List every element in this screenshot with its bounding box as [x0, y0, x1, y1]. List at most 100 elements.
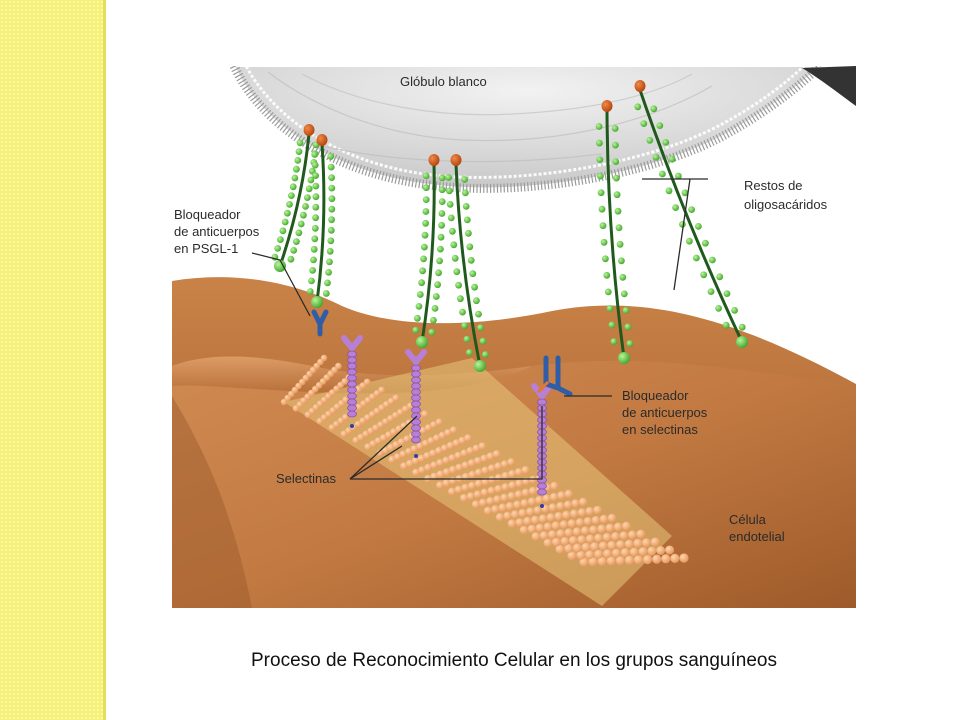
- membrane-bead: [579, 497, 588, 507]
- oligosaccharide-bead: [722, 321, 730, 329]
- selectin-segment: [411, 376, 421, 384]
- membrane-bead: [376, 449, 384, 457]
- membrane-bead: [495, 513, 505, 522]
- membrane-bead: [576, 550, 586, 560]
- membrane-bead: [599, 514, 609, 524]
- ligand-tip: [601, 100, 613, 112]
- psgl1-antibody-blocker: [311, 309, 329, 337]
- membrane-bead: [523, 516, 532, 526]
- membrane-bead: [613, 522, 623, 532]
- membrane-bead: [452, 439, 461, 447]
- membrane-bead: [594, 549, 604, 559]
- selectin-segment: [347, 404, 357, 412]
- membrane-bead: [622, 521, 631, 531]
- selectin-segment: [411, 382, 421, 390]
- oligosaccharide-bead: [451, 254, 459, 262]
- oligosaccharide-bead: [291, 174, 299, 182]
- oligosaccharide-bead: [327, 163, 335, 171]
- label-psgl1-line-1: Bloqueador: [174, 207, 241, 222]
- membrane-bead: [556, 501, 565, 511]
- oligosaccharide-bead: [302, 203, 309, 210]
- selectin-anchor: [540, 504, 544, 508]
- selectin-segment: [411, 436, 421, 444]
- glycan-chain: [454, 163, 482, 367]
- membrane-bead: [507, 491, 516, 501]
- leader-lines: [251, 178, 708, 480]
- membrane-bead: [508, 469, 517, 478]
- selectin-head: [531, 383, 553, 401]
- selectin-segment: [347, 380, 357, 388]
- label-oligosaccharides-line-1: Restos de: [744, 178, 803, 193]
- membrane-bead: [521, 488, 530, 497]
- oligosaccharide-bead: [445, 174, 452, 181]
- membrane-bead: [392, 394, 400, 402]
- membrane-bead: [598, 541, 608, 551]
- oligosaccharide-bead: [415, 303, 423, 310]
- oligosaccharide-bead: [312, 193, 320, 201]
- membrane-bead: [518, 508, 527, 518]
- oligosaccharide-bead: [459, 308, 466, 316]
- membrane-bead: [454, 451, 463, 460]
- membrane-bead: [593, 505, 602, 515]
- membrane-bead: [555, 544, 565, 554]
- membrane-bead: [421, 410, 429, 418]
- oligosaccharide-bead: [322, 290, 330, 297]
- membrane-bead: [388, 455, 396, 464]
- oligosaccharide-bead: [455, 281, 462, 289]
- membrane-bead: [513, 500, 522, 509]
- oligosaccharide-bead: [414, 314, 421, 322]
- membrane-bead: [424, 463, 432, 472]
- oligosaccharide-bead: [634, 103, 642, 111]
- oligosaccharide-bead: [626, 340, 634, 347]
- oligosaccharide-bead: [307, 176, 315, 184]
- oligosaccharide-bead: [600, 238, 608, 246]
- membrane-bead: [478, 442, 487, 450]
- oligosaccharide-bead: [412, 326, 420, 334]
- membrane-bead: [491, 505, 500, 514]
- selectin-segment: [347, 368, 357, 376]
- membrane-bead: [607, 540, 617, 550]
- membrane-bead: [427, 437, 435, 445]
- oligosaccharide-bead: [675, 172, 682, 180]
- oligosaccharide-bead: [438, 221, 445, 229]
- oligosaccharide-bead: [300, 211, 307, 219]
- oligosaccharide-bead: [430, 316, 437, 324]
- chain-end-bead: [311, 296, 323, 308]
- membrane-bead: [546, 513, 556, 522]
- membrane-bead: [429, 449, 437, 458]
- membrane-bead: [527, 524, 537, 534]
- oligosaccharide-bead: [702, 239, 709, 247]
- membrane-bead: [624, 539, 634, 549]
- membrane-bead: [498, 503, 507, 512]
- membrane-bead: [577, 535, 587, 544]
- membrane-bead: [472, 444, 481, 453]
- membrane-bead: [606, 556, 616, 566]
- oligosaccharide-bead: [293, 238, 300, 246]
- membrane-bead: [571, 499, 580, 508]
- chain-end-bead: [274, 260, 286, 272]
- oligosaccharide-bead: [650, 105, 658, 113]
- membrane-bead: [508, 481, 517, 490]
- oligosaccharide-bead: [447, 214, 455, 222]
- oligosaccharide-bead: [695, 223, 702, 230]
- oligosaccharide-bead: [294, 157, 302, 164]
- membrane-bead: [474, 479, 483, 488]
- oligosaccharide-bead: [613, 191, 621, 199]
- membrane-bead: [435, 446, 443, 455]
- oligosaccharide-bead: [311, 235, 319, 243]
- membrane-bead: [643, 554, 653, 565]
- oligosaccharide-bead: [450, 241, 458, 249]
- oligosaccharide-bead: [467, 256, 475, 264]
- membrane-bead: [400, 462, 408, 470]
- oligosaccharide-bead: [324, 279, 331, 287]
- membrane-bead: [416, 442, 424, 450]
- membrane-bead: [468, 470, 477, 479]
- oligosaccharide-bead: [466, 349, 473, 356]
- membrane-bead: [442, 479, 451, 487]
- membrane-bead: [590, 542, 600, 552]
- oligosaccharide-bead: [438, 186, 446, 194]
- membrane-bead: [543, 538, 553, 548]
- membrane-bead-sheet: [280, 354, 689, 606]
- membrane-bead: [471, 500, 481, 509]
- oligosaccharide-bead: [662, 139, 670, 146]
